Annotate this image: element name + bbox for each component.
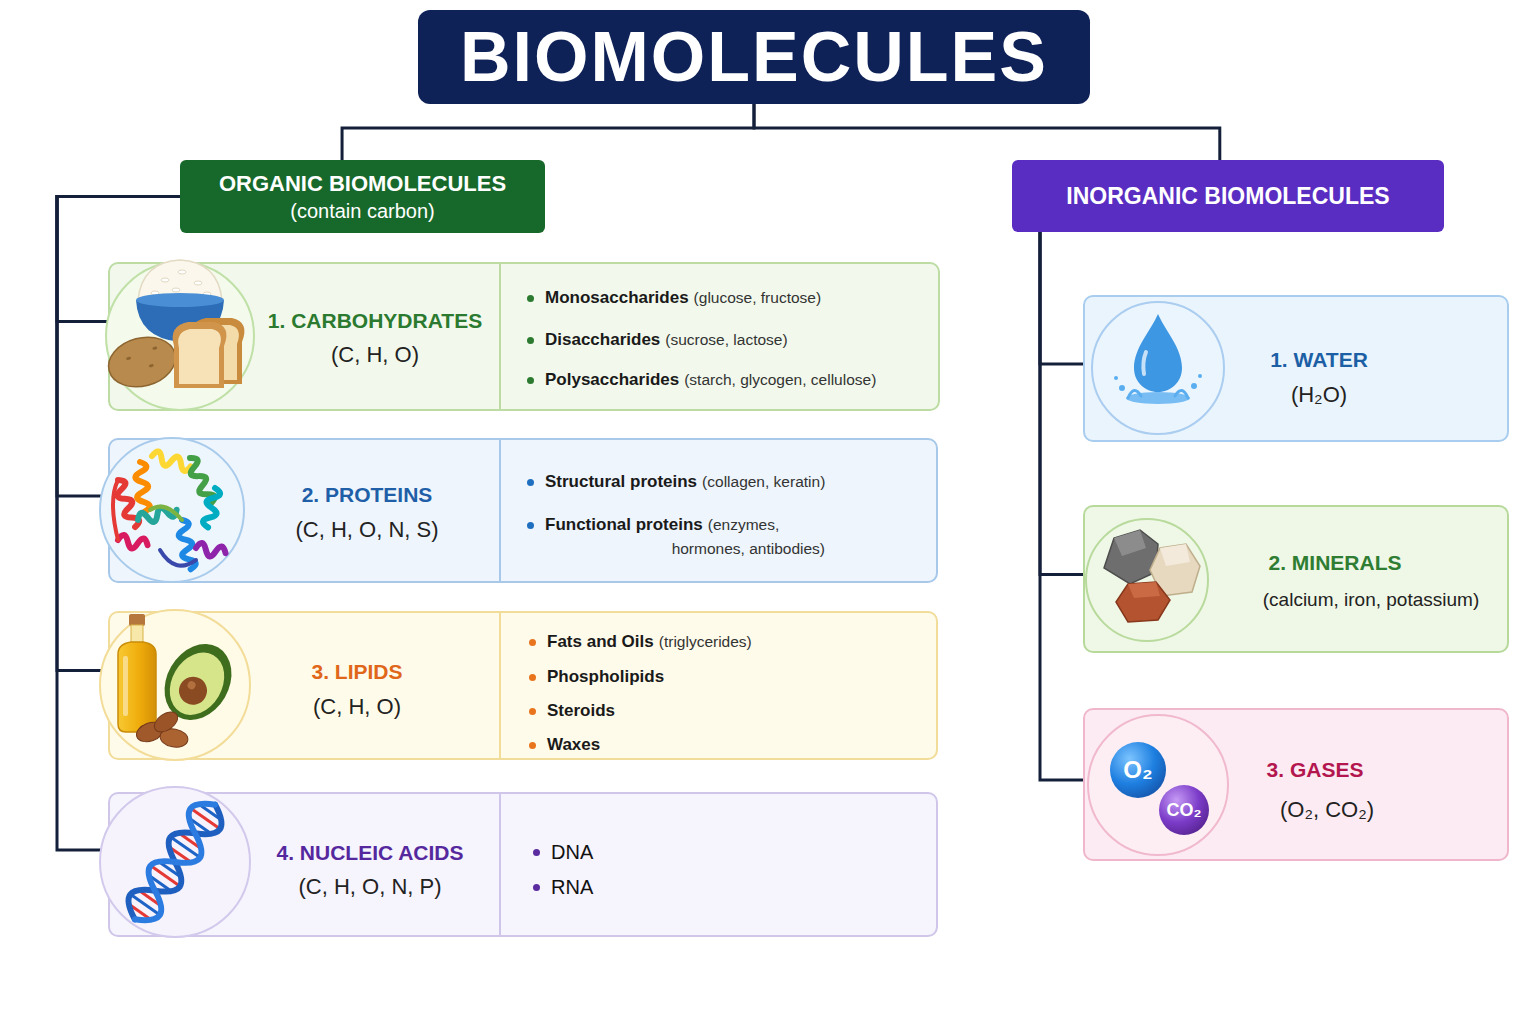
text-group: (H₂O) [1169, 382, 1469, 410]
formula-text: (C, H, O, N, S) [296, 517, 439, 542]
bullet-item: Polysaccharides (starch, glycogen, cellul… [545, 368, 935, 392]
heading-text: 2. MINERALS [1268, 551, 1401, 574]
bullet-item: Fats and Oils (triglycerides) [547, 630, 937, 654]
text-group: 3. GASES [1165, 757, 1465, 785]
text-group: INORGANIC BIOMOLECULES [1012, 160, 1444, 232]
bullet-item: Waxes [547, 733, 937, 757]
biomolecule-card: 2. MINERALS (calcium, iron, potassium) [1083, 505, 1509, 653]
text-group: 2. PROTEINS [242, 482, 492, 510]
bullet-item: Steroids [547, 699, 937, 723]
text-group: 1. CARBOHYDRATES [250, 308, 500, 336]
item-text: Phospholipids [547, 667, 664, 686]
item-text: Steroids [547, 701, 615, 720]
text-group: (O₂, CO₂) [1177, 797, 1477, 825]
text-group: 2. MINERALS [1185, 550, 1485, 578]
category-header: INORGANIC BIOMOLECULES [1012, 160, 1444, 232]
heading-text: 1. CARBOHYDRATES [268, 309, 482, 332]
biomolecule-card: 2. PROTEINS (C, H, O, N, S) Structural pro… [108, 438, 938, 583]
formula-text: (C, H, O) [331, 342, 419, 367]
connector-line [1040, 232, 1083, 780]
biomolecule-card: 4. NUCLEIC ACIDS (C, H, O, N, P) DNA RNA [108, 792, 938, 937]
body-text: (contain carbon) [290, 198, 435, 224]
text-group: (C, H, O, N, P) [245, 874, 495, 902]
biomolecule-card: 3. LIPIDS (C, H, O) Fats and Oils (triglyce… [108, 611, 938, 760]
item-text: Disaccharides [545, 330, 660, 349]
heading-text: 2. PROTEINS [302, 483, 433, 506]
item-text: Waxes [547, 735, 600, 754]
item-text: RNA [551, 876, 593, 898]
biomolecule-card: 3. GASES (O₂, CO₂) [1083, 708, 1509, 861]
formula-text: (H₂O) [1291, 382, 1347, 407]
biomolecule-card: 1. CARBOHYDRATES (C, H, O) Monosaccharides… [108, 262, 940, 411]
bullet-item: RNA [551, 875, 851, 901]
connector-line [1040, 232, 1083, 364]
heading-text: ORGANIC BIOMOLECULES [219, 170, 506, 198]
item-text: Monosaccharides [545, 288, 689, 307]
text-group: BIOMOLECULES [418, 10, 1090, 104]
text-group: ORGANIC BIOMOLECULES(contain carbon) [180, 160, 545, 233]
item-text: DNA [551, 841, 593, 863]
card-divider [499, 613, 501, 758]
heading-text: 4. NUCLEIC ACIDS [276, 841, 463, 864]
formula-text: (C, H, O, N, P) [299, 874, 442, 899]
text-group: 3. LIPIDS [232, 659, 482, 687]
heading-text: INORGANIC BIOMOLECULES [1066, 182, 1389, 210]
item-text: Polysaccharides [545, 370, 679, 389]
connector-line [1040, 232, 1083, 575]
card-divider [499, 440, 501, 581]
molecule-label: O₂ [1123, 758, 1152, 782]
example-text: (collagen, keratin) [702, 473, 825, 490]
bullet-item: Functional proteins(enzymes, hormones, a… [545, 513, 825, 561]
heading-text: 1. WATER [1270, 348, 1368, 371]
example-text: (starch, glycogen, cellulose) [684, 371, 876, 388]
item-text: Structural proteins [545, 472, 697, 491]
formula-text: (C, H, O) [313, 694, 401, 719]
item-text: Functional proteins [545, 515, 703, 534]
bullet-item: Structural proteins (collagen, keratin) [545, 470, 935, 494]
example-text: (sucrose, lactose) [665, 331, 787, 348]
example-text: (glucose, fructose) [694, 289, 822, 306]
text-group: (calcium, iron, potassium) [1241, 587, 1501, 614]
molecule-label: CO₂ [1167, 801, 1202, 819]
text-group: (C, H, O) [232, 694, 482, 722]
example-text: (triglycerides) [659, 633, 752, 650]
bullet-item: DNA [551, 840, 851, 866]
text-group: (C, H, O, N, S) [242, 517, 492, 545]
card-divider [499, 794, 501, 935]
text-group: 4. NUCLEIC ACIDS [245, 840, 495, 868]
connector-line [342, 104, 754, 160]
bullet-item: Phospholipids [547, 665, 937, 689]
formula-text: (O₂, CO₂) [1280, 797, 1374, 822]
title-box: BIOMOLECULES [418, 10, 1090, 104]
text-group: 1. WATER [1169, 347, 1469, 375]
body-text: (calcium, iron, potassium) [1263, 589, 1479, 610]
heading-text: 3. LIPIDS [311, 660, 402, 683]
text-group: (C, H, O) [250, 342, 500, 370]
heading-text: 3. GASES [1267, 758, 1364, 781]
bullet-item: Monosaccharides (glucose, fructose) [545, 286, 935, 310]
card-divider [499, 264, 501, 409]
heading-text: BIOMOLECULES [460, 17, 1048, 97]
connector-line [754, 104, 1220, 160]
bullet-item: Disaccharides (sucrose, lactose) [545, 328, 935, 352]
biomolecule-card: 1. WATER (H₂O) [1083, 295, 1509, 442]
category-header: ORGANIC BIOMOLECULES(contain carbon) [180, 160, 545, 233]
item-text: Fats and Oils [547, 632, 654, 651]
